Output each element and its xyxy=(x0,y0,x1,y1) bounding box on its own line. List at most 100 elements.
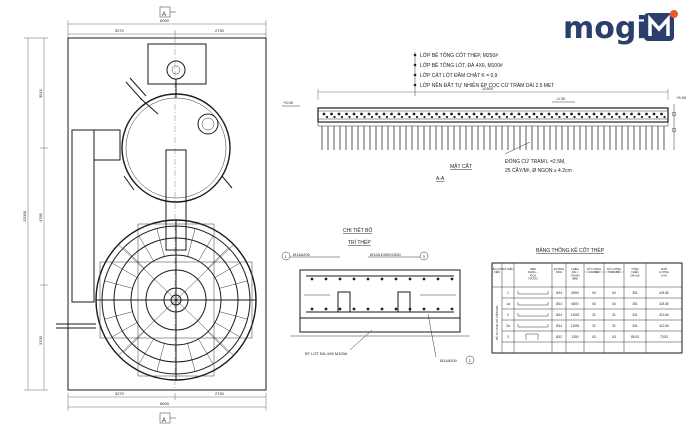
radial-rebar xyxy=(123,247,145,269)
detail-rebar-dot xyxy=(436,307,440,311)
section-rebar-dot xyxy=(618,115,621,119)
section-rebar-dot xyxy=(637,112,641,116)
rebar-shape-sketch xyxy=(517,302,549,306)
lower-tank xyxy=(95,219,257,381)
radial-rebar xyxy=(214,262,241,278)
table-cell: 6500 xyxy=(571,291,578,295)
section-rebar-dot xyxy=(555,112,558,116)
section-rebar-dot xyxy=(355,115,359,119)
table-cell: 2 xyxy=(507,313,509,317)
table-cell: 3 xyxy=(507,335,509,339)
section-rebar-dot xyxy=(633,115,636,119)
section-rebar-dot xyxy=(547,112,551,116)
upper-tank xyxy=(121,93,233,203)
section-rebar-dot xyxy=(640,115,644,119)
table-cell: 1350 xyxy=(571,335,578,339)
section-piles xyxy=(321,126,665,150)
table-cell: 31 xyxy=(612,313,616,317)
section-rebar-dot xyxy=(375,112,378,116)
section-rebar-dot xyxy=(487,112,491,116)
detail-tag-2-label: 2 xyxy=(469,358,472,363)
table-cell: Ø12 xyxy=(556,335,562,339)
table-cell: 31 xyxy=(592,324,596,328)
level-left: +5.00 xyxy=(283,100,294,105)
dim-top-total: 6000 xyxy=(160,18,170,23)
rebar-shape-sketch xyxy=(525,333,539,340)
section-rebar-dot xyxy=(330,112,333,116)
detail-tag-3 xyxy=(419,251,429,261)
section-rebar-dot xyxy=(442,112,446,116)
section-rebar-dot xyxy=(390,112,393,116)
detail-rebar-dot xyxy=(352,307,356,311)
section-a-a: LỚP BÊ TÔNG CỐT THÉP, M250# LỚP BÊ TÔNG … xyxy=(282,51,687,182)
radial-rebar xyxy=(219,280,248,289)
level-mid: -0.30 xyxy=(556,96,566,101)
section-rebar-dot xyxy=(483,115,486,119)
radial-rebar xyxy=(104,280,133,289)
section-rebar-dot xyxy=(660,112,663,116)
section-rebar-dot xyxy=(325,115,329,119)
table-title: BẢNG THỐNG KÊ CỐT THÉP xyxy=(536,246,605,254)
brand-mark-icon xyxy=(644,10,678,41)
section-rebar-dot xyxy=(393,115,396,119)
section-rebar-dot xyxy=(468,115,471,119)
dim-top-left: 3270 xyxy=(115,28,125,33)
section-rebar-dot xyxy=(580,115,584,119)
section-rebar-dot xyxy=(603,115,606,119)
section-rebar-dot xyxy=(460,115,464,119)
chair-bar-1 xyxy=(337,291,351,312)
section-rebar-dot xyxy=(558,115,561,119)
detail-tag-2 xyxy=(465,355,475,365)
detail-rebar-dot xyxy=(422,277,426,281)
table-cell: 31 xyxy=(592,313,596,317)
table-cell: 2a xyxy=(506,324,510,328)
layer-note-4: LỚP NỀN ĐẤT TỰ NHIÊN ÉP CỌC CỪ TRÀM DÀI … xyxy=(420,81,554,89)
left-pipe-hatch xyxy=(71,129,95,303)
detail-rebar-2: Ø14A200 xyxy=(440,358,458,363)
dim-bottom-left: 3270 xyxy=(115,391,125,396)
table-cell: 424.80 xyxy=(659,302,669,306)
detail-lean-label: BT LÓT ĐÁ 4X6 M100# xyxy=(305,351,348,356)
section-rebar-dot xyxy=(423,115,426,119)
section-rebar-dot xyxy=(415,115,419,119)
radial-rebar xyxy=(156,228,165,257)
section-rebar-dot xyxy=(517,112,521,116)
radial-rebar xyxy=(111,262,138,278)
detail-rebar-3: Ø12A1000X1000 xyxy=(370,252,401,257)
layer-note-3: LỚP CÁT LÓT ĐẦM CHẶT K = 0,9 xyxy=(420,72,498,79)
section-rebar-dot xyxy=(480,112,483,116)
section-rebar-dot xyxy=(465,112,468,116)
radial-rebar xyxy=(187,343,196,372)
left-pipe-bend-hatch xyxy=(93,129,121,161)
radial-rebar xyxy=(156,343,165,372)
section-rebar-dot xyxy=(430,115,434,119)
section-rebar-dot xyxy=(622,112,626,116)
section-rebar-dot xyxy=(408,115,411,119)
section-rebar-dot xyxy=(525,112,528,116)
dimension-top: 6000 3270 2730 xyxy=(67,18,267,38)
section-rebar-dot xyxy=(585,112,588,116)
pile-note-1: ĐÓNG CỪ TRÀM L =2.5M, xyxy=(505,158,566,165)
detail-rebar-dot xyxy=(380,277,384,281)
section-rebar-dot xyxy=(648,115,651,119)
dim-left-seg2: 4785 xyxy=(38,212,43,222)
section-marker-top: A xyxy=(159,6,176,18)
table-cell: 31 xyxy=(612,324,616,328)
table-cell: 54 xyxy=(612,291,616,295)
dim-bottom-total: 6000 xyxy=(160,401,170,406)
rebar-shape-sketch xyxy=(517,313,549,317)
section-marker-bottom-label: A xyxy=(162,418,166,424)
section-slab xyxy=(317,107,669,123)
section-rebar-dot xyxy=(550,115,554,119)
section-dim-total: 10500 xyxy=(482,86,494,91)
section-rebar-dot xyxy=(420,112,423,116)
rebar-shape-sketch xyxy=(517,324,549,328)
section-rebar-dot xyxy=(450,112,453,116)
section-rebar-dot xyxy=(588,115,591,119)
section-rebar-dot xyxy=(340,115,344,119)
table-header-cell: SỐ HIỆU xyxy=(503,266,514,271)
